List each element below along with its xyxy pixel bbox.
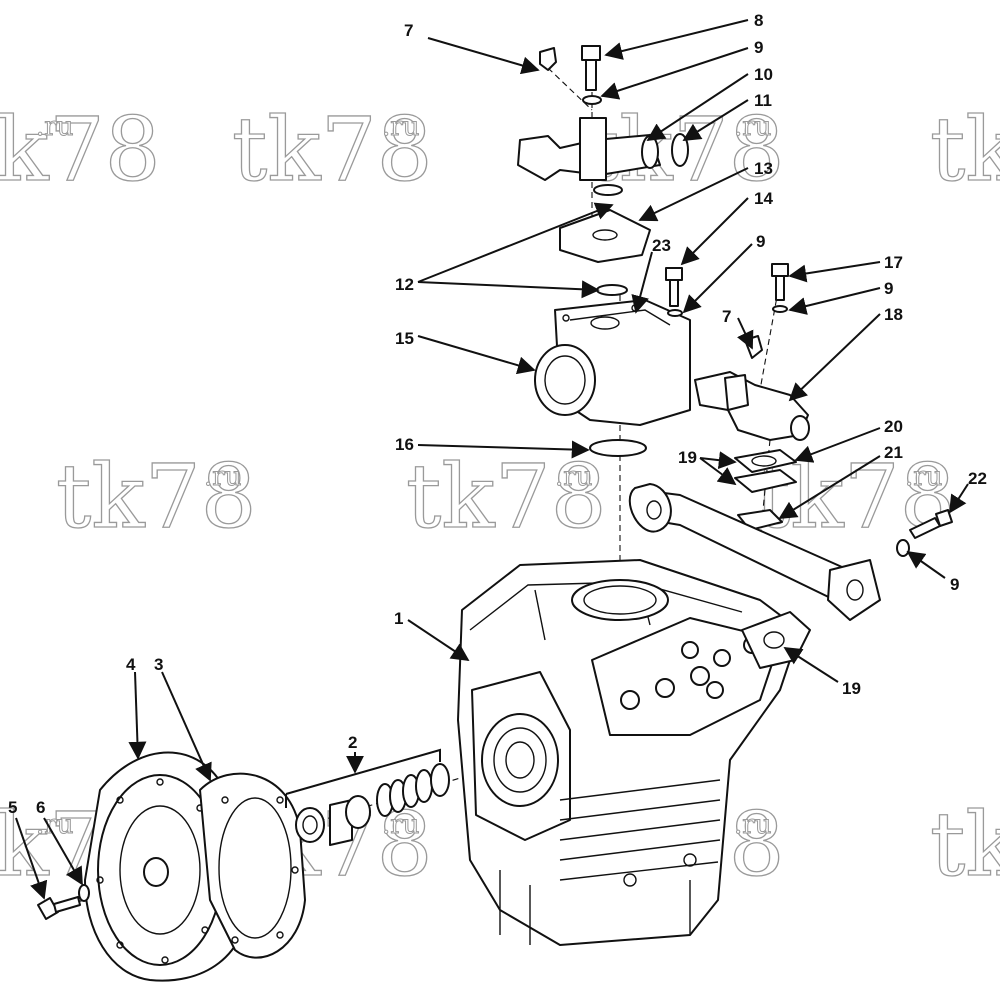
callout-17: 17 xyxy=(884,253,903,272)
callout-23: 23 xyxy=(652,236,671,255)
discharge-service-valve xyxy=(694,335,810,441)
watermark-5: tk78.ru xyxy=(55,444,257,548)
callout-19-lower: 19 xyxy=(842,679,861,698)
callout-16: 16 xyxy=(395,435,414,454)
callout-20: 20 xyxy=(884,417,903,436)
callout-5: 5 xyxy=(8,798,17,817)
callout-1: 1 xyxy=(394,609,403,628)
callout-labels: 7 8 9 10 11 13 12 14 23 9 15 16 7 17 9 1… xyxy=(8,11,987,817)
callout-8: 8 xyxy=(754,11,763,30)
callout-15: 15 xyxy=(395,329,414,348)
callout-2: 2 xyxy=(348,733,357,752)
svg-text:.ru: .ru xyxy=(382,112,419,142)
discharge-bolt xyxy=(771,263,789,313)
cylinder-head xyxy=(534,299,691,426)
callout-3: 3 xyxy=(154,655,163,674)
suction-flange xyxy=(559,209,651,296)
discharge-manifold xyxy=(628,483,881,621)
top-service-valve xyxy=(517,45,689,196)
rear-gasket xyxy=(199,772,306,959)
svg-text:tk78: tk78 xyxy=(930,98,1000,201)
callout-9-top: 9 xyxy=(754,38,763,57)
callout-12: 12 xyxy=(395,275,414,294)
callout-4: 4 xyxy=(126,655,136,674)
watermark-2: tk78.ru xyxy=(231,97,433,201)
watermark-4: tk78 xyxy=(929,97,1000,201)
callout-9-head: 9 xyxy=(756,232,765,251)
svg-text:tk78: tk78 xyxy=(406,445,607,548)
svg-text:tk78: tk78 xyxy=(56,445,257,548)
callout-13: 13 xyxy=(754,159,773,178)
svg-text:.ru: .ru xyxy=(734,112,771,142)
callout-11: 11 xyxy=(754,91,772,110)
svg-text:tk78: tk78 xyxy=(930,793,1000,896)
head-bolt xyxy=(665,267,683,317)
callout-9-manifold: 9 xyxy=(950,575,959,594)
callout-9-side: 9 xyxy=(884,279,893,298)
head-o-ring xyxy=(589,439,647,457)
callout-19-upper: 19 xyxy=(678,448,697,467)
manifold-bolt xyxy=(896,509,953,557)
svg-text:.ru: .ru xyxy=(555,462,592,492)
svg-text:.ru: .ru xyxy=(905,462,942,492)
compressor-body xyxy=(457,559,811,946)
callout-10: 10 xyxy=(754,65,773,84)
watermark-6: tk78.ru xyxy=(405,444,607,548)
callout-7-top: 7 xyxy=(404,21,413,40)
svg-text:.ru: .ru xyxy=(734,810,771,840)
oil-pump-parts xyxy=(295,763,450,846)
svg-text:tk78: tk78 xyxy=(0,98,161,201)
leader-lines xyxy=(15,19,969,900)
rear-bolt-and-washer xyxy=(37,884,90,920)
svg-text:.ru: .ru xyxy=(204,462,241,492)
callout-22: 22 xyxy=(968,469,987,488)
svg-text:tk78: tk78 xyxy=(232,98,433,201)
callout-7-side: 7 xyxy=(722,307,731,326)
callout-6: 6 xyxy=(36,798,45,817)
callout-18: 18 xyxy=(884,305,903,324)
watermark-1: tk78.ru xyxy=(0,97,161,201)
callout-21: 21 xyxy=(884,443,903,462)
watermark-11: tk78 xyxy=(929,792,1000,896)
callout-14: 14 xyxy=(754,189,773,208)
svg-text:.ru: .ru xyxy=(36,112,73,142)
